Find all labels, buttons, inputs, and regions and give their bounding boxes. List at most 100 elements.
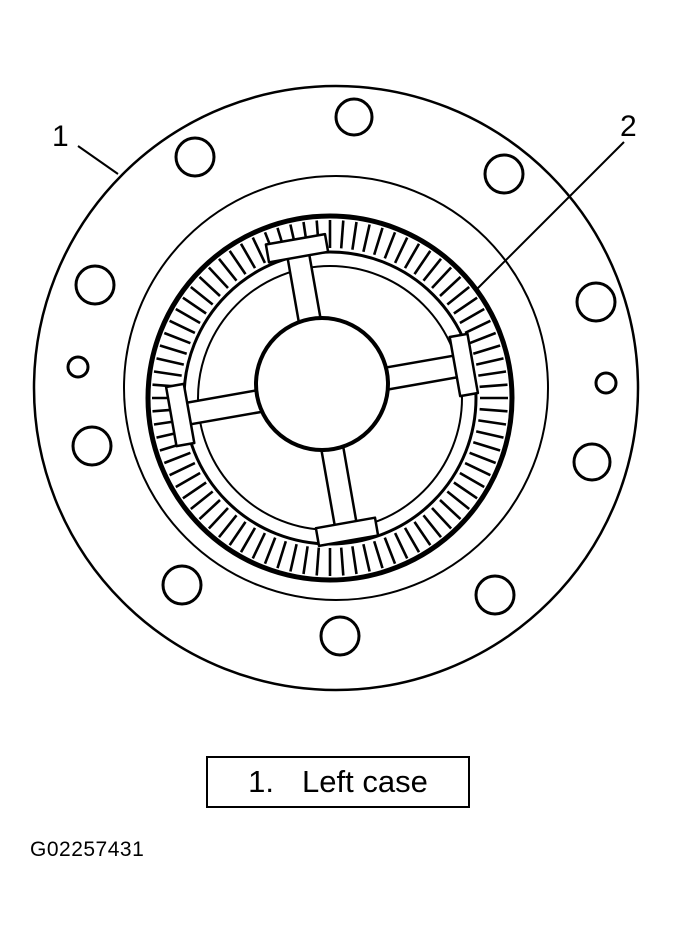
spoke-pad	[314, 516, 380, 548]
spider-spoke	[377, 353, 464, 392]
gear-tooth	[403, 243, 421, 269]
bolt-holes	[66, 97, 618, 657]
gear-tooth	[372, 540, 384, 569]
gear-tooth	[169, 319, 196, 335]
gear-tooth	[228, 250, 247, 275]
bolt-hole	[71, 425, 113, 467]
gear-tooth	[182, 296, 207, 315]
gear-tooth	[439, 499, 462, 521]
gear-tooth	[422, 514, 443, 539]
case-flange-outer-edge	[32, 84, 640, 692]
leader-line-1	[77, 145, 119, 175]
gear-tooth	[478, 370, 507, 377]
gear-tooth	[182, 481, 207, 500]
gear-tooth	[163, 451, 191, 465]
left-case-diagram	[32, 84, 640, 692]
bolt-hole	[334, 97, 374, 137]
gear-tooth	[289, 543, 298, 572]
gear-tooth	[351, 221, 358, 250]
gear-tooth	[413, 521, 432, 546]
gear-tooth	[372, 227, 384, 256]
leader-line-2	[475, 141, 625, 291]
gear-tooth	[362, 224, 371, 253]
gear-tooth	[459, 307, 485, 325]
bolt-hole	[66, 355, 90, 379]
gear-tooth	[479, 407, 508, 413]
callout-label-2: 2	[620, 110, 637, 143]
gear-tooth	[163, 331, 191, 345]
gear-tooth	[175, 471, 201, 489]
spoke-pad	[164, 382, 196, 448]
gear-tooth	[431, 266, 453, 289]
gear-tooth	[198, 499, 221, 521]
spider-spoke	[320, 445, 359, 532]
gear-tooth	[251, 532, 267, 559]
bolt-hole	[572, 442, 612, 482]
gear-tooth	[453, 481, 478, 500]
bolt-hole	[319, 615, 361, 657]
gear-tooth	[159, 344, 188, 356]
gear-tooth	[464, 319, 491, 335]
gear-tooth	[479, 383, 508, 389]
bolt-hole	[575, 281, 617, 323]
callout-label-1: 1	[52, 120, 69, 153]
gear-tooth	[469, 451, 497, 465]
gear-tooth	[228, 521, 247, 546]
bolt-hole	[74, 264, 116, 306]
gear-tooth	[189, 285, 214, 306]
gear-tooth	[351, 546, 358, 575]
center-bore	[254, 316, 390, 452]
gear-tooth	[439, 275, 462, 297]
spoke-pad	[264, 232, 330, 264]
gear-tooth	[339, 547, 345, 576]
gear-tooth	[478, 419, 507, 426]
gear-tooth	[431, 507, 453, 530]
gear-tooth	[362, 543, 371, 572]
gear-tooth	[464, 461, 491, 477]
bolt-hole	[161, 564, 203, 606]
case-boss-edge	[123, 175, 549, 601]
gear-tooth	[393, 237, 409, 264]
gear-tooth	[403, 527, 421, 553]
gear-tooth	[189, 490, 214, 511]
gear-tooth	[198, 275, 221, 297]
gear-tooth	[472, 344, 501, 356]
gear-tooth	[446, 285, 471, 306]
gear-tooth	[239, 527, 257, 553]
gear-tooth	[472, 440, 501, 452]
legend-box: 1. Left case	[206, 756, 470, 808]
gear-tooth	[475, 357, 504, 366]
legend-label: Left case	[302, 764, 428, 799]
gear-tooth	[339, 220, 345, 249]
gear-tooth	[315, 547, 321, 576]
gear-tooth	[217, 514, 238, 539]
bolt-hole	[594, 371, 618, 395]
gear-tooth	[383, 537, 397, 565]
gear-tooth	[251, 237, 267, 264]
gear-tooth	[207, 266, 229, 289]
gear-tooth	[207, 507, 229, 530]
gear-tooth	[453, 296, 478, 315]
gear-tooth	[446, 490, 471, 511]
bolt-hole	[174, 136, 216, 178]
gear-tooth	[276, 540, 288, 569]
gear-tooth	[383, 231, 397, 259]
gear-tooth	[239, 243, 257, 269]
gear-tooth	[217, 257, 238, 282]
gear-tooth	[175, 307, 201, 325]
gear-tooth	[469, 331, 497, 345]
legend-number: 1.	[248, 764, 275, 799]
spoke-pad	[448, 332, 480, 398]
gear-tooth	[475, 430, 504, 439]
gear-tooth	[169, 461, 196, 477]
gear-tooth	[156, 357, 185, 366]
bolt-hole	[483, 153, 525, 195]
gear-tooth	[393, 532, 409, 559]
bolt-hole	[474, 574, 516, 616]
gear-tooth	[302, 546, 309, 575]
gear-tooth	[459, 471, 485, 489]
gear-tooth	[153, 370, 182, 377]
figure-id: G02257431	[30, 838, 145, 861]
gear-tooth	[263, 537, 277, 565]
gear-tooth	[413, 250, 432, 275]
